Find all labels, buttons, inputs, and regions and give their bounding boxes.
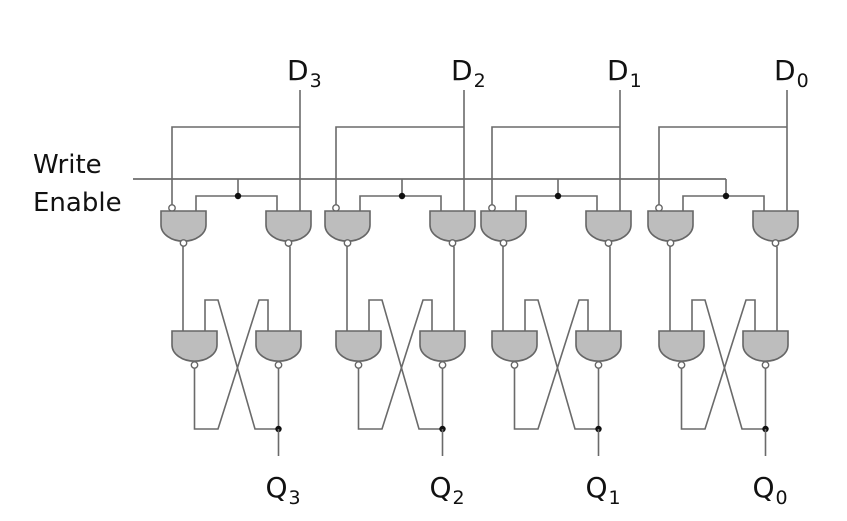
latch-output-bubble <box>354 361 363 369</box>
cross-wire-right-to-left <box>691 299 767 430</box>
input-label-d2: D2 <box>451 54 486 92</box>
latch-output-bubble <box>510 361 519 369</box>
junction-dot <box>234 192 242 200</box>
output-label-q0: Q0 <box>753 471 788 509</box>
latch-output-bubble <box>677 361 686 369</box>
output-bubble <box>448 239 457 247</box>
latch-nand-gate-right <box>419 330 466 362</box>
input-nand-gate-left <box>647 210 694 242</box>
output-bubble <box>604 239 613 247</box>
write-enable-bus-wire <box>682 195 765 211</box>
latch-output-bubble <box>761 361 770 369</box>
input-label-d2-letter: D <box>451 54 473 87</box>
cross-wire-right-to-left <box>524 299 600 430</box>
cross-wire-left-to-right <box>513 299 589 430</box>
latch-output-bubble <box>594 361 603 369</box>
input-nand-gate-left <box>160 210 207 242</box>
output-bubble <box>499 239 508 247</box>
write-enable-group: Write Enable <box>33 150 726 218</box>
latch-output-bubble <box>438 361 447 369</box>
latch-nand-gate-left <box>171 330 218 362</box>
output-bubble <box>771 239 780 247</box>
output-label-q0-subscript: 0 <box>776 487 788 509</box>
input-nand-gate-right <box>752 210 799 242</box>
latch-nand-gate-left <box>335 330 382 362</box>
output-label-q1-subscript: 1 <box>609 487 621 509</box>
input-nand-gate-right <box>585 210 632 242</box>
latch-output-bubble <box>190 361 199 369</box>
input-label-d3-letter: D <box>287 54 309 87</box>
output-label-q1-letter: Q <box>586 471 608 504</box>
reset-wire <box>775 245 778 331</box>
output-label-q2-letter: Q <box>430 471 452 504</box>
cross-wire-left-to-right <box>193 299 269 430</box>
input-label-d3-subscript: 3 <box>310 70 322 92</box>
output-bubble <box>284 239 293 247</box>
input-label-d0-subscript: 0 <box>797 70 809 92</box>
data-inverted-feed-wire <box>171 126 300 205</box>
input-label-d2-subscript: 2 <box>474 70 486 92</box>
input-nand-gate-left <box>480 210 527 242</box>
set-wire <box>669 245 672 331</box>
latch-nand-gate-right <box>742 330 789 362</box>
output-label-q3: Q3 <box>266 471 301 509</box>
input-nand-gate-right <box>265 210 312 242</box>
cross-wire-left-to-right <box>357 299 433 430</box>
input-label-d1-subscript: 1 <box>630 70 642 92</box>
junction-dot <box>554 192 562 200</box>
output-bubble <box>343 239 352 247</box>
data-inverted-feed-wire <box>491 126 620 205</box>
input-nand-gate-right <box>429 210 476 242</box>
reset-wire <box>452 245 455 331</box>
reset-wire <box>288 245 291 331</box>
output-label-q2-subscript: 2 <box>453 487 465 509</box>
input-label-d0-letter: D <box>774 54 796 87</box>
cross-wire-right-to-left <box>204 299 280 430</box>
latch-nand-gate-left <box>491 330 538 362</box>
cross-wire-left-to-right <box>680 299 756 430</box>
input-label-d0: D0 <box>774 54 809 92</box>
junction-dot <box>722 192 730 200</box>
reset-wire <box>608 245 611 331</box>
set-wire <box>346 245 349 331</box>
latch-output-bubble <box>274 361 283 369</box>
data-inverted-feed-wire <box>658 126 787 205</box>
cross-wire-right-to-left <box>368 299 444 430</box>
latch-nand-gate-left <box>658 330 705 362</box>
input-label-d1-letter: D <box>607 54 629 87</box>
write-enable-label-line2: Enable <box>33 188 122 218</box>
output-label-q0-letter: Q <box>753 471 775 504</box>
output-label-q3-subscript: 3 <box>289 487 301 509</box>
output-bubble <box>666 239 675 247</box>
input-label-d3: D3 <box>287 54 322 92</box>
data-inverted-feed-wire <box>335 126 464 205</box>
set-wire <box>502 245 505 331</box>
junction-dot <box>398 192 406 200</box>
input-nand-gate-left <box>324 210 371 242</box>
latch-nand-gate-right <box>575 330 622 362</box>
output-label-q2: Q2 <box>430 471 465 509</box>
input-label-d1: D1 <box>607 54 642 92</box>
output-label-q3-letter: Q <box>266 471 288 504</box>
latch-nand-gate-right <box>255 330 302 362</box>
output-label-q1: Q1 <box>586 471 621 509</box>
output-bubble <box>179 239 188 247</box>
write-enable-label-line1: Write <box>33 150 102 180</box>
set-wire <box>182 245 185 331</box>
